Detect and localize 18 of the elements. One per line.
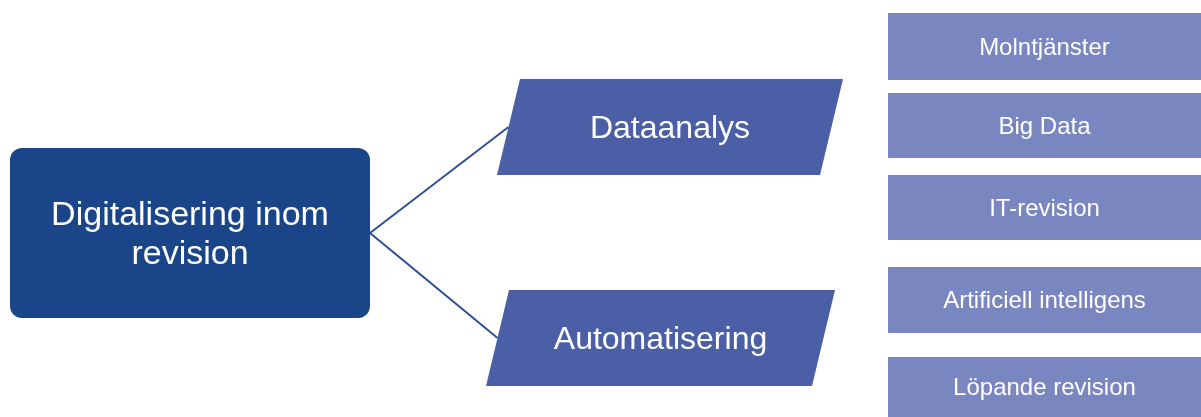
subtopic-box xyxy=(888,175,1201,240)
topic-box xyxy=(10,148,370,318)
connector-line xyxy=(369,232,499,339)
branch-parallelogram xyxy=(497,79,843,175)
subtopic-box xyxy=(888,93,1201,158)
node-label: Molntjänster xyxy=(978,32,1111,61)
node-label: Löpande revision xyxy=(952,373,1137,401)
subtopic-box xyxy=(888,357,1201,417)
node-label: IT-revision xyxy=(988,193,1101,222)
node-label: Digitalisering inom revision xyxy=(50,194,330,272)
node-label: Big Data xyxy=(997,111,1092,140)
connector-line xyxy=(369,126,510,234)
node-label: Automatisering xyxy=(552,319,769,357)
node-label: Dataanalys xyxy=(588,108,752,146)
subtopic-box xyxy=(888,13,1201,80)
subtopic-box xyxy=(888,267,1201,333)
branch-parallelogram xyxy=(486,290,835,386)
node-label: Artificiell intelligens xyxy=(942,286,1147,314)
